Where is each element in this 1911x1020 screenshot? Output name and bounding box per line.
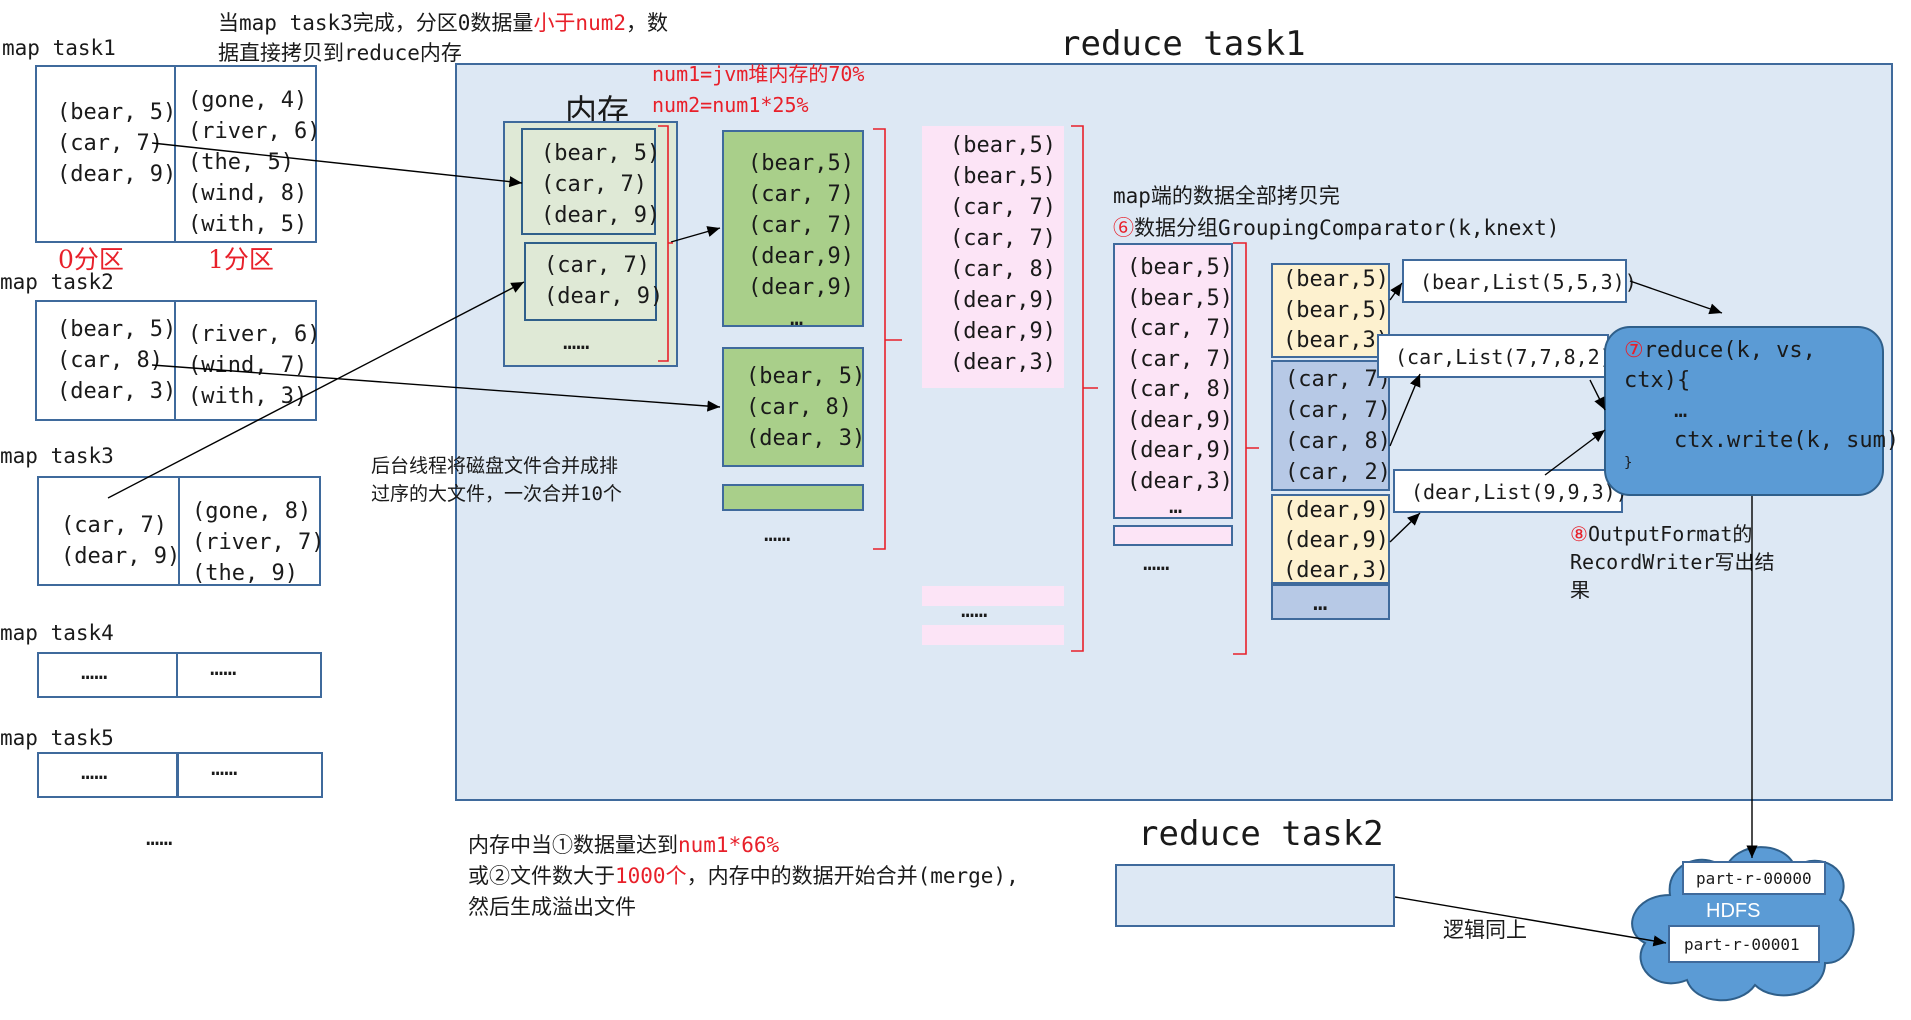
map-task4-partition1: …… bbox=[176, 652, 322, 698]
bracket-spill bbox=[873, 128, 902, 550]
output-note: ⑧OutputFormat的 RecordWriter写出结 果 bbox=[1570, 522, 1775, 602]
map-task3-partition1: (gone, 8) (river, 7) (the, 9) bbox=[178, 476, 324, 586]
map-task5-partition0: …… bbox=[37, 752, 178, 798]
sorted-file: (bear,5) (bear,5) (car, 7) (car, 7) (car… bbox=[1113, 243, 1233, 519]
reduce-task2-title: reduce task2 bbox=[1138, 814, 1384, 854]
arrow-car-to-reduce bbox=[1589, 379, 1606, 411]
arrow-task2-to-hdfs bbox=[1394, 896, 1667, 947]
merged-file-bar2 bbox=[922, 625, 1064, 645]
memory-more: …… bbox=[563, 330, 590, 355]
merged-file-bar1 bbox=[922, 586, 1064, 606]
hdfs-label: HDFS bbox=[1706, 900, 1761, 922]
num-formula: num1=jvm堆内存的70% num2=num1*25% bbox=[652, 62, 865, 117]
arrow-car-group bbox=[1389, 373, 1421, 447]
top-note: 当map task3完成，分区0数据量小于num2，数 据直接拷贝到reduce… bbox=[218, 11, 669, 65]
map-more: …… bbox=[146, 826, 173, 851]
logic-same-label: 逻辑同上 bbox=[1443, 918, 1527, 942]
kv-list-bear: (bear,List(5,5,3)) bbox=[1402, 259, 1637, 303]
arrow-memory-to-spill bbox=[670, 226, 721, 243]
map-task1-label: map task1 bbox=[2, 36, 116, 60]
partition0-label: 0分区 bbox=[58, 245, 124, 274]
spill-file3 bbox=[722, 484, 864, 511]
arrow-dear-to-reduce bbox=[1544, 429, 1606, 476]
arrow-bear-to-reduce bbox=[1629, 280, 1723, 315]
spill-file2: (bear, 5) (car, 8) (dear, 3) bbox=[722, 347, 865, 467]
map-task4-partition0: …… bbox=[37, 652, 178, 698]
kv-list-dear: (dear,List(9,9,3)) bbox=[1393, 469, 1628, 513]
group-bear: (bear,5) (bear,5) (bear,3) bbox=[1271, 263, 1390, 358]
map-task2-partition1: (river, 6) (wind, 7) (with, 3) bbox=[174, 300, 320, 421]
bottom-note: 内存中当①数据量达到num1*66% 或②文件数大于1000个，内存中的数据开始… bbox=[468, 833, 1019, 919]
map-task1-partition0: (bear, 5) (car, 7) (dear, 9) bbox=[35, 65, 176, 243]
hdfs-file-1: part-r-00000 bbox=[1682, 861, 1826, 895]
arrow-task2-to-spill2 bbox=[151, 364, 721, 412]
map-task5-label: map task5 bbox=[0, 726, 114, 750]
reduce-function-box: ⑦reduce(k, vs, ctx){ … ctx.write(k, sum)… bbox=[1604, 326, 1899, 496]
bracket-memory bbox=[658, 125, 673, 362]
map-task4-label: map task4 bbox=[0, 621, 114, 645]
map-task3-label: map task3 bbox=[0, 444, 114, 468]
merged-file: (bear,5) (bear,5) (car, 7) (car, 7) (car… bbox=[922, 126, 1064, 388]
arrow-task3-to-memory bbox=[107, 281, 525, 499]
memory-box2: (car, 7) (dear, 9) bbox=[524, 242, 663, 321]
map-task5-partition1: …… bbox=[177, 752, 323, 798]
arrow-task1-to-memory bbox=[151, 142, 523, 188]
map-task2-partition0: (bear, 5) (car, 8) (dear, 3) bbox=[35, 300, 176, 421]
group-more: … bbox=[1271, 584, 1390, 620]
group-dear: (dear,9) (dear,9) (dear,3) bbox=[1271, 494, 1390, 584]
bracket-sorted bbox=[1233, 242, 1259, 655]
bracket-merged bbox=[1071, 125, 1098, 652]
arrow-bear-group bbox=[1389, 282, 1403, 301]
map-task2-label: map task2 bbox=[0, 270, 114, 294]
map-task1-partition1: (gone, 4) (river, 6) (the, 5) (wind, 8) … bbox=[174, 65, 320, 243]
merge-note: 后台线程将磁盘文件合并成排 过序的大文件，一次合并10个 bbox=[371, 455, 622, 505]
spill-file1: (bear,5) (car, 7) (car, 7) (dear,9) (dea… bbox=[722, 130, 864, 331]
arrow-dear-group bbox=[1389, 512, 1421, 543]
partition1-label: 1分区 bbox=[208, 245, 274, 274]
sorted-file-bar bbox=[1113, 525, 1233, 546]
reduce-task1-title: reduce task1 bbox=[1060, 24, 1306, 64]
merged-more: …… bbox=[961, 598, 988, 623]
memory-box1: (bear, 5) (car, 7) (dear, 9) bbox=[521, 128, 660, 235]
hdfs-file-2: part-r-00001 bbox=[1668, 925, 1820, 963]
group-car: (car, 7) (car, 7) (car, 8) (car, 2) bbox=[1271, 360, 1391, 491]
kv-list-car: (car,List(7,7,8,2)) bbox=[1377, 334, 1624, 378]
spill-more: …… bbox=[764, 522, 791, 547]
reduce-task2-box bbox=[1115, 864, 1395, 927]
copy-done-note: map端的数据全部拷贝完 ⑥数据分组GroupingComparator(k,k… bbox=[1113, 184, 1560, 240]
sorted-more: …… bbox=[1143, 551, 1170, 576]
